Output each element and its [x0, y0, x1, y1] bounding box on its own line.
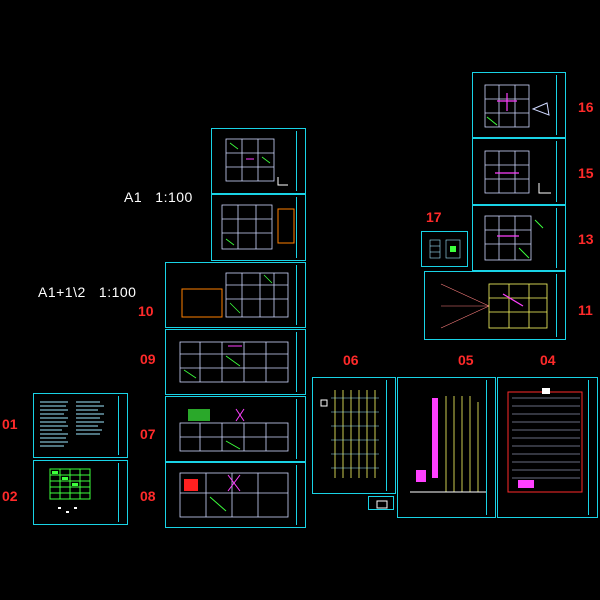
title-block [486, 380, 493, 515]
title-block [556, 274, 563, 337]
legend-drawing [49, 468, 91, 513]
floor-plan-drawing [179, 472, 289, 518]
title-block [386, 380, 393, 491]
sheet-09-plan[interactable] [165, 329, 306, 395]
sheet-16-plan[interactable] [472, 72, 566, 138]
scale-a1-half: A1+1\2 1:100 [38, 284, 137, 300]
title-block [296, 399, 303, 459]
sheet-label-16: 16 [578, 99, 594, 115]
stamp-box [368, 496, 394, 510]
sheet-15-plan[interactable] [472, 138, 566, 205]
title-block [296, 332, 303, 392]
sheet-label-05: 05 [458, 352, 474, 368]
sheet-label-10: 10 [138, 303, 154, 319]
floor-plan-drawing [484, 84, 550, 128]
title-block [556, 208, 563, 268]
sheet-07-plan[interactable] [165, 396, 306, 462]
floor-plan-drawing [484, 150, 551, 194]
sheet-upper-plan-b[interactable] [211, 194, 306, 261]
floor-plan-drawing [221, 204, 295, 250]
sheet-05-elevation[interactable] [397, 377, 496, 518]
title-block [556, 75, 563, 135]
title-block [556, 141, 563, 202]
scale-a1: A1 1:100 [124, 189, 193, 205]
sheet-label-15: 15 [578, 165, 594, 181]
title-block [118, 396, 125, 455]
title-block [296, 465, 303, 525]
sheet-label-01: 01 [2, 416, 18, 432]
sheet-label-07: 07 [140, 426, 156, 442]
title-block [296, 265, 303, 325]
title-block [118, 463, 125, 522]
elevation-drawing [320, 390, 379, 478]
sheet-13-plan[interactable] [472, 205, 566, 271]
sheet-label-17: 17 [426, 209, 442, 225]
sheet-08-plan[interactable] [165, 462, 306, 528]
elevation-drawing [410, 396, 486, 493]
floor-plan-drawing [484, 215, 544, 261]
detail-drawing [429, 239, 461, 259]
sheet-11-plan[interactable] [424, 271, 566, 340]
sheet-label-13: 13 [578, 231, 594, 247]
elevation-drawing [507, 388, 583, 493]
site-plan-drawing [440, 283, 548, 329]
title-block [296, 197, 303, 258]
sheet-06-elevation[interactable] [312, 377, 396, 494]
floor-plan-drawing [225, 138, 288, 186]
sheet-upper-plan-a[interactable] [211, 128, 306, 194]
floor-plan-drawing [179, 341, 289, 383]
sheet-02-legend[interactable] [33, 460, 128, 525]
sheet-label-11: 11 [578, 302, 593, 318]
floor-plan-drawing [179, 408, 289, 452]
sheet-04-elevation[interactable] [497, 377, 598, 518]
sheet-label-02: 02 [2, 488, 18, 504]
sheet-label-06: 06 [343, 352, 359, 368]
sheet-label-08: 08 [140, 488, 156, 504]
sheet-10-plan[interactable] [165, 262, 306, 328]
stamp-drawing [376, 500, 388, 509]
title-block [588, 380, 595, 515]
sheet-label-09: 09 [140, 351, 156, 367]
sheet-01-notes[interactable] [33, 393, 128, 458]
floor-plan-drawing [181, 272, 289, 318]
title-block [296, 131, 303, 191]
notes-drawing [40, 401, 104, 447]
sheet-17-detail[interactable] [421, 231, 468, 267]
sheet-label-04: 04 [540, 352, 556, 368]
